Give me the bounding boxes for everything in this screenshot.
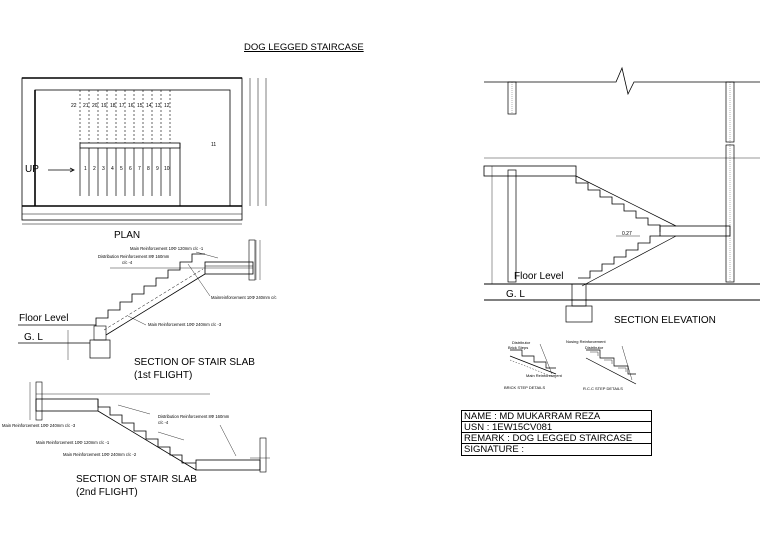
flight1-footing xyxy=(89,339,111,359)
flight1-note: Main Reinforcement 10Φ 120mm c/c -1 xyxy=(130,246,204,251)
plan-upper-treads xyxy=(79,90,171,143)
flight1-note: Main Reinforcement 10Φ 240mm c/c -3 xyxy=(148,322,222,327)
rcc-detail-label: Nosing Reinforcement xyxy=(566,339,606,344)
step-number: 10 xyxy=(164,166,170,172)
elevation-footing xyxy=(571,283,587,307)
flight1-caption-sub: (1st FLIGHT) xyxy=(134,370,193,381)
flight2-landing xyxy=(35,398,99,412)
flight2-caption-sub: (2nd FLIGHT) xyxy=(76,487,138,498)
brick-detail-label: Distributor xyxy=(512,340,531,345)
flight1-note: Distribution Reinforcement 8Φ 160mm xyxy=(98,254,170,259)
step-number: 4 xyxy=(111,166,114,172)
rcc-step-detail xyxy=(585,345,637,385)
step-number: 12 xyxy=(164,103,170,109)
step-number: 22 xyxy=(71,103,77,109)
step-number: 1 xyxy=(84,166,87,172)
step-number: 2 xyxy=(93,166,96,172)
step-number: 19 xyxy=(101,103,107,109)
flight2-note: c/c -4 xyxy=(158,420,169,425)
step-number: 9 xyxy=(156,166,159,172)
brick-step-detail xyxy=(509,343,557,379)
flight1-wall xyxy=(248,239,256,281)
flight1-gl: G. L xyxy=(24,332,43,343)
flight2-soffit xyxy=(97,410,197,471)
plan-view xyxy=(21,77,267,225)
elevation-note: 0.27 xyxy=(622,231,632,237)
elevation-gl: G. L xyxy=(506,289,525,300)
elevation-upper-landing xyxy=(483,165,577,177)
step-number: 16 xyxy=(128,103,134,109)
plan-outer-wall xyxy=(21,77,243,221)
plan-up-label: UP xyxy=(25,164,39,175)
plan-mid-wall xyxy=(79,142,181,149)
plan-landing-step: 11 xyxy=(211,142,217,148)
step-number: 14 xyxy=(146,103,152,109)
flight2-section xyxy=(29,381,270,473)
brick-detail-caption: BRICK STEP DETAILS xyxy=(504,385,546,390)
rcc-detail-caption: R.C.C STEP DETAILS xyxy=(583,386,623,391)
flight2-note: Main Reinforcement 10Φ 240mm c/c -3 xyxy=(2,423,76,428)
flight2-note: Main Reinforcement 10Φ 120mm c/c -1 xyxy=(36,440,110,445)
flight1-note: Mainreinforcement 10Φ 240mm c/c xyxy=(211,295,277,300)
elevation-mid-landing xyxy=(659,225,731,237)
flight2-caption: SECTION OF STAIR SLAB xyxy=(76,474,197,485)
flight2-note: Distribution Reinforcement 8Φ 160mm xyxy=(158,414,230,419)
plan-dimensions xyxy=(22,78,267,225)
step-number: 15 xyxy=(137,103,143,109)
title-block-signature: SIGNATURE : xyxy=(464,444,524,455)
flight1-note: c/c -4 xyxy=(122,260,133,265)
brick-detail-label: Brick Steps xyxy=(508,345,529,350)
title-block-remark: REMARK : DOG LEGGED STAIRCASE xyxy=(462,433,651,444)
step-number: 6 xyxy=(129,166,132,172)
title-block-name: NAME : MD MUKARRAM REZA xyxy=(462,411,651,422)
plan-lower-treads xyxy=(79,148,171,196)
section-elevation xyxy=(483,66,760,323)
flight1-section xyxy=(18,239,261,360)
flight1-soffit xyxy=(105,273,206,336)
elevation-floor-level: Floor Level xyxy=(514,271,564,282)
step-number: 3 xyxy=(102,166,105,172)
flight2-steps xyxy=(97,399,196,464)
flight2-bottom-slab xyxy=(195,459,261,471)
step-number: 18 xyxy=(110,103,116,109)
flight1-steps xyxy=(95,253,205,326)
rcc-detail-label: Distributor xyxy=(585,345,604,350)
flight1-floor-level: Floor Level xyxy=(19,313,69,324)
step-number: 7 xyxy=(138,166,141,172)
step-number: 17 xyxy=(119,103,125,109)
title-block-usn: USN : 1EW15CV081 xyxy=(462,422,651,433)
title-block: NAME : MD MUKARRAM REZA USN : 1EW15CV081… xyxy=(461,410,652,456)
flight2-note: Main Reinforcement 10Φ 240mm c/c -2 xyxy=(63,452,137,457)
elevation-caption: SECTION ELEVATION xyxy=(614,315,716,326)
step-number: 8 xyxy=(147,166,150,172)
drawing-title: DOG LEGGED STAIRCASE xyxy=(244,42,364,53)
step-number: 20 xyxy=(92,103,98,109)
flight1-caption: SECTION OF STAIR SLAB xyxy=(134,357,255,368)
elevation-break-line xyxy=(484,66,760,96)
step-number: 5 xyxy=(120,166,123,172)
step-number: 21 xyxy=(83,103,89,109)
plan-label: PLAN xyxy=(114,230,141,241)
step-number: 13 xyxy=(155,103,161,109)
brick-detail-label: Main Reinforcement xyxy=(526,373,562,378)
